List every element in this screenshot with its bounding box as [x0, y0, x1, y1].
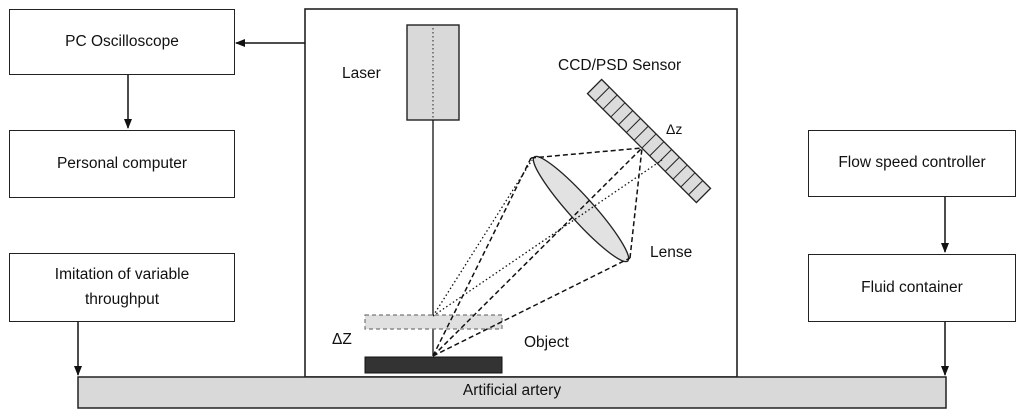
personal-computer-box: Personal computer: [9, 130, 235, 198]
imitation-label: Imitation of variable throughput: [54, 266, 190, 308]
fluid-container-label: Fluid container: [861, 278, 963, 296]
rays-object: [432, 147, 643, 357]
pc-oscilloscope-box: PC Oscilloscope: [9, 9, 235, 75]
delta-z-object-label: ΔZ: [332, 331, 352, 348]
imitation-box: Imitation of variable throughput: [9, 253, 235, 322]
rays-displaced-object: [432, 159, 663, 317]
pc-oscilloscope-label: PC Oscilloscope: [65, 32, 179, 50]
ccd-psd-sensor: [586, 78, 712, 204]
sensor-label: CCD/PSD Sensor: [558, 57, 682, 74]
fluid-container-box: Fluid container: [808, 254, 1016, 322]
personal-computer-label: Personal computer: [56, 154, 188, 172]
displaced-object: [364, 314, 503, 330]
laser-label: Laser: [342, 65, 381, 82]
delta-z-sensor-label: Δz: [666, 121, 683, 137]
flow-speed-controller-box: Flow speed controller: [808, 130, 1016, 197]
flow-speed-controller-label: Flow speed controller: [838, 154, 986, 172]
lense-label: Lense: [650, 244, 693, 261]
artificial-artery-label: Artificial artery: [462, 382, 562, 399]
object-plate: [364, 356, 503, 374]
artificial-artery-body: [77, 376, 947, 409]
object-label: Object: [524, 334, 569, 351]
